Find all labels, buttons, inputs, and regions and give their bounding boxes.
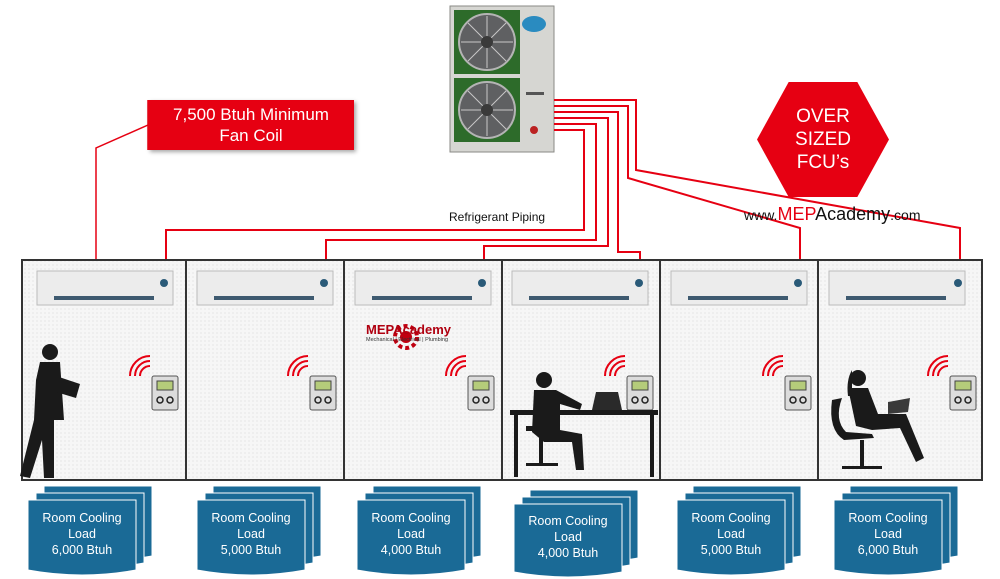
load-value: 4,000 Btuh [537,546,599,560]
room-load-label-2: Room Cooling Load 5,000 Btuh [196,510,306,558]
oversized-fcu-badge: OVER SIZED FCU’s [757,82,889,197]
fan-coil-unit [511,270,649,306]
doc-stack-icon [27,485,153,576]
wireless-thermostats [129,355,977,411]
load-line-1: Room Cooling [371,511,451,525]
website-suffix: .com [890,207,921,223]
callout-line-1: 7,500 Btuh Minimum [173,105,329,124]
load-line-1: Room Cooling [848,511,928,525]
mep-academy-logo: MEPAcademy Mechanical | Electrical | Plu… [366,322,452,343]
callout-line-2: Fan Coil [219,126,283,145]
load-line-1: Room Cooling [211,511,291,525]
website-prefix: www. [744,207,778,223]
load-line-2: Load [68,527,96,541]
standing-man-silhouette-icon [20,344,80,478]
logo-brand: MEPAcademy [366,322,452,337]
doc-stack-icon [833,485,959,576]
doc-stack-icon [513,489,639,578]
load-line-2: Load [397,527,425,541]
room-load-label-6: Room Cooling Load 6,000 Btuh [833,510,943,558]
website-brand-black: Academy [815,204,891,224]
doc-stack-icon [196,485,322,576]
load-value: 6,000 Btuh [51,543,113,557]
room-load-label-5: Room Cooling Load 5,000 Btuh [676,510,786,558]
man-at-desk-silhouette-icon [510,372,658,477]
logo-tagline: Mechanical | Electrical | Plumbing [366,337,449,343]
load-line-1: Room Cooling [42,511,122,525]
load-line-2: Load [717,527,745,541]
doc-stack-icon [356,485,482,576]
load-value: 5,000 Btuh [700,543,762,557]
mep-academy-gear-icon [393,324,419,350]
callout-connector [91,100,149,280]
fan-coil-unit [670,270,808,306]
load-line-1: Room Cooling [528,514,608,528]
refrigerant-piping-label: Refrigerant Piping [449,210,546,224]
thermostat-icon [927,355,977,411]
woman-on-chair-silhouette-icon [831,370,924,469]
load-line-2: Load [554,530,582,544]
load-line-1: Room Cooling [691,511,771,525]
fan-coil-unit [36,270,174,306]
load-value: 4,000 Btuh [380,543,442,557]
outdoor-condensing-unit [449,5,555,153]
rooms [21,259,983,481]
room-load-label-4: Room Cooling Load 4,000 Btuh [513,513,623,561]
minimum-fan-coil-callout: 7,500 Btuh Minimum Fan Coil [148,100,354,150]
thermostat-icon [129,355,179,411]
load-line-2: Load [237,527,265,541]
room-load-label-3: Room Cooling Load 4,000 Btuh [356,510,466,558]
thermostat-icon [604,355,654,411]
fan-coil-unit [196,270,334,306]
thermostat-icon [445,355,495,411]
load-value: 6,000 Btuh [857,543,919,557]
thermostat-icon [762,355,812,411]
fan-coil-unit [828,270,966,306]
refrigerant-piping [165,99,961,272]
website-url: www.MEPAcademy.com [744,204,921,225]
fan-coil-unit [354,270,492,306]
badge-line-3: FCU’s [796,152,850,173]
cooling-load-doc-stacks [27,485,959,578]
thermostat-icon [287,355,337,411]
room-load-label-1: Room Cooling Load 6,000 Btuh [27,510,137,558]
doc-stack-icon [676,485,802,576]
badge-line-2: SIZED [795,129,851,150]
fan-coil-units [36,270,966,306]
badge-line-1: OVER [796,106,850,127]
load-line-2: Load [874,527,902,541]
load-value: 5,000 Btuh [220,543,282,557]
website-brand-red: MEP [777,204,816,224]
